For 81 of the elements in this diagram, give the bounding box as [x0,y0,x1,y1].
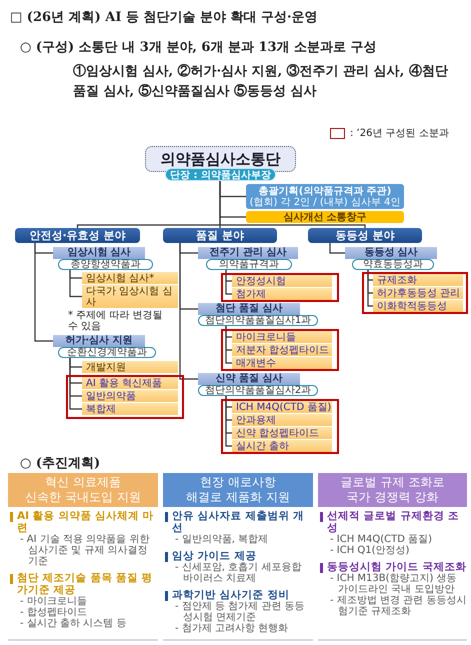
field-header: 동등성 분야 [308,228,422,243]
goal-header: 현장 애로사항 해결로 제품화 지원 [163,473,313,507]
review-unit-header: 허가·심사 지원 [53,335,145,347]
subgroup-box: 규제조화 [373,274,463,286]
section-text: ①임상시험 심사, ②허가·심사 지원, ③전주기 관리 심사, ④첨단 품질 심사, ⑤신약품질심사 ⑤동등성 심사 [73,63,449,101]
section-text: ○ (추진계획) [20,455,102,473]
detail-item: - ICH Q1(안정성) [329,545,410,556]
highlight-frame [221,399,339,454]
connector-line [179,243,198,380]
subgroup-box: 임상시험 심사* [82,272,178,284]
subgroup-box: 다국가 임상시험 심사 [82,285,178,308]
highlight-frame [66,375,184,419]
goal-item: 임상 가이드 제공 [172,550,256,562]
footnote: * 주제에 따라 변경될 수 있음 [68,310,164,332]
field-header: 품질 분야 [163,228,277,243]
review-unit-header: 임상시험 심사 [53,247,145,259]
subgroup-box: 첨가제 [232,288,332,300]
heading: □ (26년 계획) AI 등 첨단기술 분야 확대 구성·운영 [10,9,319,27]
detail-item: - 합성펩타이드 [19,607,88,618]
department-badge: 종양항생약품과 [58,259,153,270]
subgroup-box: 안정성시험 [232,275,332,287]
detail-item: - AI 기술 적용 의약품을 위한 심사기준 및 규제 의사결정 기준 [19,534,150,567]
subgroup-box: 매개변수 [232,357,332,369]
review-unit-header: 신약 품질 심사 [198,373,300,385]
connector-line [225,326,232,364]
highlight-frame [221,329,339,371]
communication-box: 심사개선 소통창구 [246,211,404,223]
detail-item: - 첨가제 고려사항 현행화 [174,623,290,634]
connector-line [69,358,82,410]
goal-item: 과학기반 심사기준 정비 [172,589,290,601]
planning-box [246,184,404,209]
connector-line [34,243,53,342]
highlight-frame [221,273,339,302]
legend-label: : ’26년 구성된 소분과 [350,127,450,141]
connector-line [225,396,232,447]
department-badge: 약효동등성과 [352,259,434,270]
detail-item: - ICH M4Q(CTD 품질) [329,534,434,545]
member-note: (협회) 각 2인 / (내부) 심사부 4인 [250,196,400,208]
subgroup-box: ICH M4Q(CTD 품질) [232,401,332,413]
department-badge: 의약품규격과 [206,259,292,270]
goal-item: 첨단 제조기술 품목 품질 평가기준 제공 [17,572,154,596]
subgroup-box: 개발지원 [82,361,178,373]
highlight-frame [362,272,468,314]
planning-title: 총괄기획(의약품규격과 주관) [258,186,392,196]
connector-line [367,270,373,307]
connector-line [225,270,232,295]
subgroup-box: 이화학적동등성 [373,300,463,312]
goal-item: AI 활용 의약품 심사체계 마련 [17,510,155,534]
goal-header: 글로벌 규제 조화로 국가 경쟁력 강화 [318,473,467,507]
connector-line [69,270,82,298]
subgroup-box: 안과용제 [232,414,332,426]
subgroup-box: AI 활용 혁신제품 [82,377,178,389]
detail-item: - 제조방법 변경 관련 동등성시험기준 규제조화 [329,595,468,617]
goal-item: 안유 심사자료 제출범위 개선 [172,510,305,534]
leader-badge: 단장 : 의약품심사부장 [165,168,276,181]
department-badge: 첨단의약품품질심사1과 [198,315,318,326]
review-unit-header: 전주기 관리 심사 [198,247,298,259]
connector-line [329,243,345,254]
detail-item: - 일반의약품, 복합제 [174,534,270,545]
detail-item: - 신세포암, 호흡기 세포융합 바이러스 치료제 [174,562,302,584]
subgroup-box: 일반의약품 [82,390,178,402]
review-unit-header: 첨단 품질 심사 [198,303,300,315]
connector-line [219,181,366,228]
detail-item: - ICH M13B(함량고지) 생동 가이드라인 국내 도입방안 [329,573,458,595]
goal-header: 혁신 의료제품 신속한 국내도입 지원 [8,473,158,507]
department-badge: 첨단의약품품질심사2과 [198,385,318,396]
subgroup-box: 실시간 출하 [232,440,332,452]
goal-item: 선제적 글로벌 규제환경 조성 [327,510,460,534]
department-badge: 순환신경계약품과 [58,347,156,358]
subgroup-box: 복합제 [82,403,178,415]
subgroup-box: 마이크로니들 [232,331,332,343]
field-header: 안전성·유효성 분야 [15,228,140,243]
detail-item: - 마이크로니들 [19,596,88,607]
detail-item: - 점안제 등 첨가제 관련 동등성시험 면제기준 [174,601,306,623]
subgroup-box: 허가후동등성 관리 [373,287,463,299]
detail-item: - 실시간 출하 시스템 등 [19,618,128,629]
review-unit-header: 동등성 심사 [345,247,437,259]
subgroup-box: 신약 합성펩타이드 [232,427,332,439]
subgroup-box: 저분자 합성펩타이드 [232,344,332,356]
section-text: ○ (구성) 소통단 내 3개 분야, 6개 분과 13개 소분과로 구성 [20,39,378,57]
goal-item: 동등성시험 가이드 국제조화 [327,561,466,573]
